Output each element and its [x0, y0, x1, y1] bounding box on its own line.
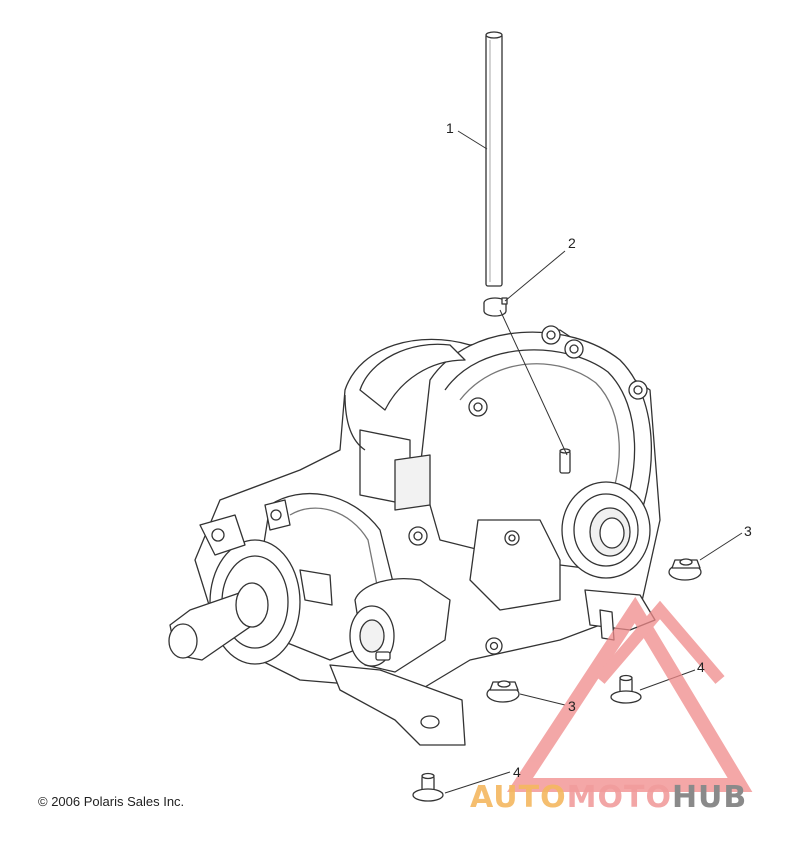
input-shaft: [168, 539, 301, 665]
watermark-moto: MOTO: [566, 780, 672, 815]
flange-nut-part-b: [486, 680, 520, 703]
watermark-text: AUTOMOTOHUB: [470, 780, 747, 815]
flange-nut-part-a: [668, 558, 702, 581]
callout-4-right: 4: [697, 659, 705, 675]
callout-3-right: 3: [744, 523, 752, 539]
gearcase-assembly: [168, 325, 661, 746]
watermark-auto: AUTO: [470, 780, 567, 815]
output-hub: [561, 481, 651, 579]
leader-lines: [444, 130, 743, 794]
hose-clamp-part: [483, 297, 508, 317]
callout-1: 1: [446, 120, 454, 136]
flange-bolt-part-b: [412, 772, 444, 802]
watermark-hub: HUB: [671, 780, 748, 815]
callout-4-lower: 4: [513, 764, 521, 780]
cover-bolts: [408, 325, 648, 655]
watermark-logo: [507, 596, 753, 792]
vent-tube-part: [485, 31, 503, 287]
flange-bolt-part-a: [610, 674, 642, 704]
actuator: [349, 578, 451, 673]
callout-2: 2: [568, 235, 576, 251]
copyright-notice: © 2006 Polaris Sales Inc.: [38, 794, 185, 809]
callout-3-lower: 3: [568, 698, 576, 714]
